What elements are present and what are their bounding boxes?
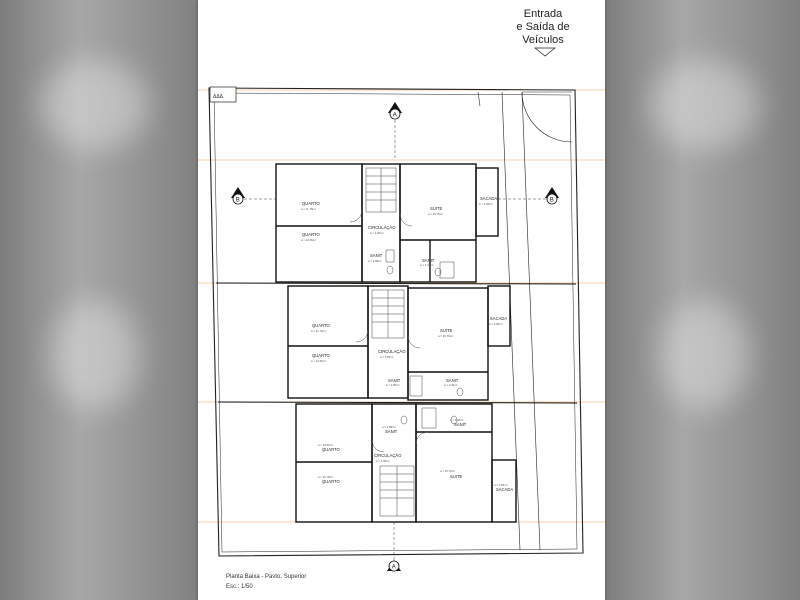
room-label-quarto-u3a: QUARTO	[322, 447, 341, 452]
unit-3-walls	[295, 403, 517, 523]
entrance-line-1: Entrada	[523, 8, 563, 20]
lot-boundary	[208, 87, 584, 557]
left-blur-background	[0, 0, 200, 600]
area-u2-quarto-top: a = 11.78m²	[311, 329, 326, 333]
unit-dividers	[215, 282, 578, 404]
unit-2-walls	[287, 285, 511, 401]
room-label-suite-u2: SUITE	[440, 328, 453, 333]
room-label-suite-u3: SUITE	[450, 474, 463, 479]
section-label-a-bottom: A	[392, 564, 396, 570]
room-label-sacada-u2: SACADA	[490, 316, 507, 321]
area-u1-circulacao: a = 3.96m²	[370, 231, 384, 235]
area-u2-quarto-bot: a = 10.56m²	[311, 359, 326, 363]
unit-2-stairs	[355, 289, 421, 349]
entrance-arrow-icon	[534, 47, 556, 57]
section-mark-b-right	[498, 187, 559, 205]
area-u3-suite: a = 16.76m²	[440, 469, 455, 473]
unit-1-stairs	[349, 167, 413, 227]
driveway	[477, 91, 573, 551]
plan-scale: Esc.: 1/50	[226, 584, 253, 590]
area-u3-sanit-b: a = 3.46m²	[450, 418, 464, 422]
area-u2-sanit-b: a = 3.46m²	[444, 383, 458, 387]
room-label-circulacao-u2: CIRCULAÇÃO	[378, 349, 406, 354]
room-label-sanit-u2b: SANIT	[446, 378, 459, 383]
room-label-quarto-u3b: QUARTO	[322, 479, 341, 484]
room-label-quarto-u1a: QUARTO	[302, 201, 321, 206]
area-u1-sacada: a = 3.96m²	[479, 202, 493, 206]
area-u1-sanit-a: a = 2.89m²	[368, 259, 382, 263]
room-label-sanit-u1b: SANIT	[422, 258, 435, 263]
room-label-circulacao-u3: CIRCULAÇÃO	[374, 453, 402, 458]
section-label-a-top: A	[393, 112, 397, 118]
room-label-suite-u1: SUITE	[430, 206, 443, 211]
area-u3-sacada: a = 3.96m²	[494, 483, 508, 487]
right-blur-background	[605, 0, 800, 600]
fixtures	[385, 249, 464, 429]
area-u2-suite: a = 16.76m²	[438, 334, 453, 338]
unit-3-stairs	[371, 431, 429, 517]
drawing-sheet: ΔΔΔ	[198, 0, 605, 600]
area-u3-quarto-bot: a = 11.78m²	[318, 475, 333, 479]
area-u1-sanit-b: a = 3.46m²	[420, 263, 434, 267]
right-blur-highlight-2	[660, 300, 750, 410]
corner-block-glyphs: ΔΔΔ	[213, 94, 224, 100]
room-label-quarto-u1b: QUARTO	[302, 232, 321, 237]
area-u2-circulacao: a = 3.96m²	[380, 355, 394, 359]
plan-title: Planta Baixa - Pavto. Superior	[226, 574, 307, 580]
section-mark-b-left	[231, 187, 276, 205]
room-label-sanit-u2a: SANIT	[388, 378, 401, 383]
area-u2-sanit-a: a = 2.89m²	[386, 383, 400, 387]
unit-1-walls	[275, 163, 499, 283]
corner-block	[209, 86, 237, 103]
area-u3-sanit-a: a = 2.89m²	[382, 425, 396, 429]
area-u3-quarto-top: a = 10.56m²	[318, 443, 333, 447]
room-label-quarto-u2a: QUARTO	[312, 323, 331, 328]
room-label-sanit-u3a: SANIT	[385, 429, 398, 434]
area-u1-quarto-top: a = 11.78m²	[301, 207, 316, 211]
area-u2-sacada: a = 3.96m²	[489, 322, 503, 326]
left-blur-highlight-2	[50, 300, 140, 410]
area-u1-quarto-bot: a = 10.56m²	[301, 238, 316, 242]
entrance-line-3: Veículos	[522, 34, 564, 46]
area-u3-circulacao: a = 3.96m²	[376, 459, 390, 463]
room-label-sanit-u3b: SANIT	[454, 422, 467, 427]
entrance-line-2: e Saída de	[516, 21, 570, 33]
room-label-sanit-u1a: SANIT	[370, 253, 383, 258]
section-mark-a-bottom	[387, 522, 401, 572]
area-u1-suite: a = 16.76m²	[428, 212, 443, 216]
room-label-sacada-u1: SACADA	[480, 196, 497, 201]
section-label-b-left: B	[236, 197, 240, 203]
room-label-circulacao-u1: CIRCULAÇÃO	[368, 225, 396, 230]
room-label-quarto-u2b: QUARTO	[312, 353, 331, 358]
right-blur-highlight	[650, 60, 760, 150]
section-mark-a-top	[388, 102, 402, 160]
section-label-b-right: B	[550, 197, 554, 203]
room-label-sacada-u3: SACADA	[496, 487, 513, 492]
left-blur-highlight	[40, 60, 150, 150]
entrance-label: Entrada e Saída de Veículos	[498, 8, 588, 47]
floor-plan: ΔΔΔ	[198, 47, 605, 572]
